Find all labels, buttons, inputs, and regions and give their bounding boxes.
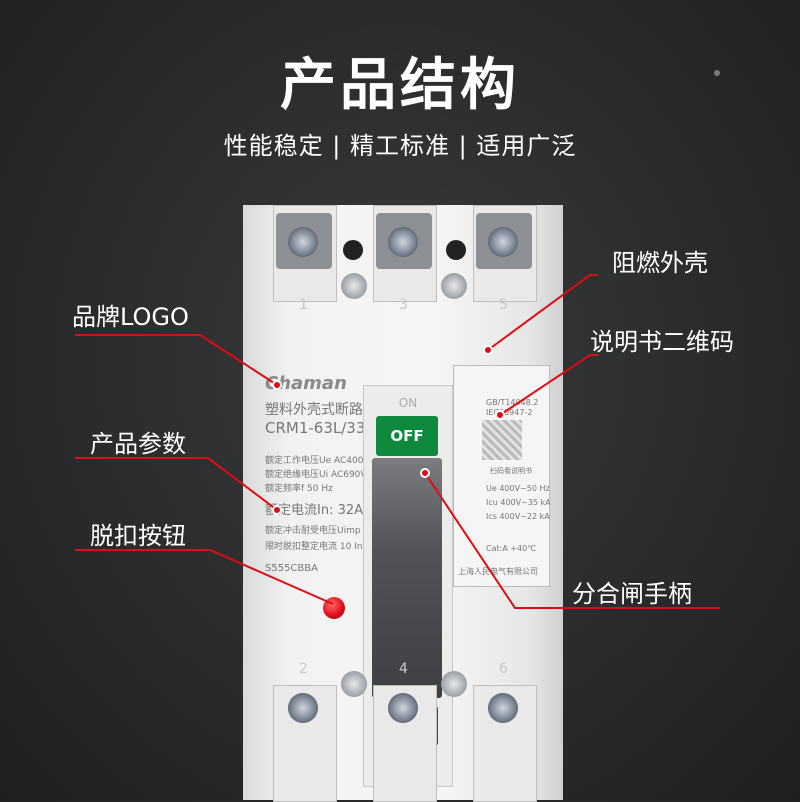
terminal-number: 5 [499, 297, 508, 313]
line-handle [424, 472, 720, 609]
screw-icon [488, 693, 518, 723]
off-indicator: OFF [376, 416, 438, 456]
line-qr [499, 354, 598, 416]
spec-line: Icu 400V~35 kA [486, 498, 551, 507]
spec-line: Ue 400V~50 Hz [486, 484, 550, 493]
cross-screw-icon [341, 671, 367, 697]
param-line: 额定频率f 50 Hz [265, 484, 333, 494]
param-line: 限时脱扣整定电流 10 In [265, 542, 363, 552]
parameter-panel: Chaman 塑料外壳式断路器 CRM1-63L/3300 额定工作电压Ue A… [265, 365, 384, 720]
terminal-number: 4 [399, 661, 408, 677]
qr-code[interactable] [482, 420, 522, 460]
breaker-model: CRM1-63L/3300 [265, 419, 385, 437]
terminal-number: 3 [399, 297, 408, 313]
terminal-number: 1 [299, 297, 308, 313]
screw-icon [388, 693, 418, 723]
switch-handle[interactable] [372, 458, 442, 698]
terminal-number: 6 [499, 661, 508, 677]
mount-hole [446, 240, 466, 260]
callout-handle: 分合闸手柄 [572, 580, 692, 608]
screw-icon [288, 227, 318, 257]
callout-dot [272, 505, 282, 515]
breaker-name: 塑料外壳式断路器 [265, 402, 377, 418]
brand-logo: Chaman [265, 373, 347, 394]
cross-screw-icon [441, 273, 467, 299]
circuit-breaker: 1 3 5 Chaman 塑料外壳式断路器 CRM1-63L/3300 额定工作… [243, 205, 563, 802]
callout-dot [272, 380, 282, 390]
on-top-label: ON [398, 396, 418, 410]
page-title: 产品结构 [280, 53, 520, 118]
param-line: 额定绝缘电压Ui AC690V [265, 470, 367, 480]
line-case [487, 274, 598, 351]
callout-dot [483, 345, 493, 355]
screw-icon [288, 693, 318, 723]
line-logo [75, 334, 278, 386]
param-line: 额定冲击耐受电压Uimp 6kV [265, 526, 381, 536]
decor-dot [714, 70, 720, 76]
callout-dot [420, 468, 430, 478]
page-subtitle: 性能稳定 | 精工标准 | 适用广泛 [223, 132, 577, 160]
screw-icon [488, 227, 518, 257]
callout-dot [495, 410, 505, 420]
serial-number: S555CBBA [265, 563, 318, 574]
screw-icon [388, 227, 418, 257]
callout-flame-case: 阻燃外壳 [612, 249, 708, 277]
param-line: 额定工作电压Ue AC400V [265, 456, 370, 466]
standard-1: GB/T14048.2 [486, 398, 539, 407]
mount-hole [343, 240, 363, 260]
param-line: 额定电流In: 32A [265, 503, 364, 518]
spec-line: Ics 400V~22 kA [486, 512, 550, 521]
callout-manual-qr: 说明书二维码 [590, 328, 734, 356]
callout-trip-button: 脱扣按钮 [90, 522, 186, 550]
cross-screw-icon [341, 273, 367, 299]
line-params [75, 457, 278, 511]
line-trip [75, 549, 334, 605]
category: Cat:A +40℃ [486, 544, 537, 553]
scan-note: 扫码看说明书 [490, 467, 532, 475]
callout-brand-logo: 品牌LOGO [72, 303, 189, 331]
callout-product-params: 产品参数 [90, 430, 186, 458]
cross-screw-icon [441, 671, 467, 697]
terminal-number: 2 [299, 661, 308, 677]
standard-2: IEC60947-2 [486, 408, 533, 417]
rating-label: GB/T14048.2 IEC60947-2 扫码看说明书 Ue 400V~50… [453, 365, 551, 587]
manufacturer: 上海人民电气有限公司 [458, 567, 538, 576]
